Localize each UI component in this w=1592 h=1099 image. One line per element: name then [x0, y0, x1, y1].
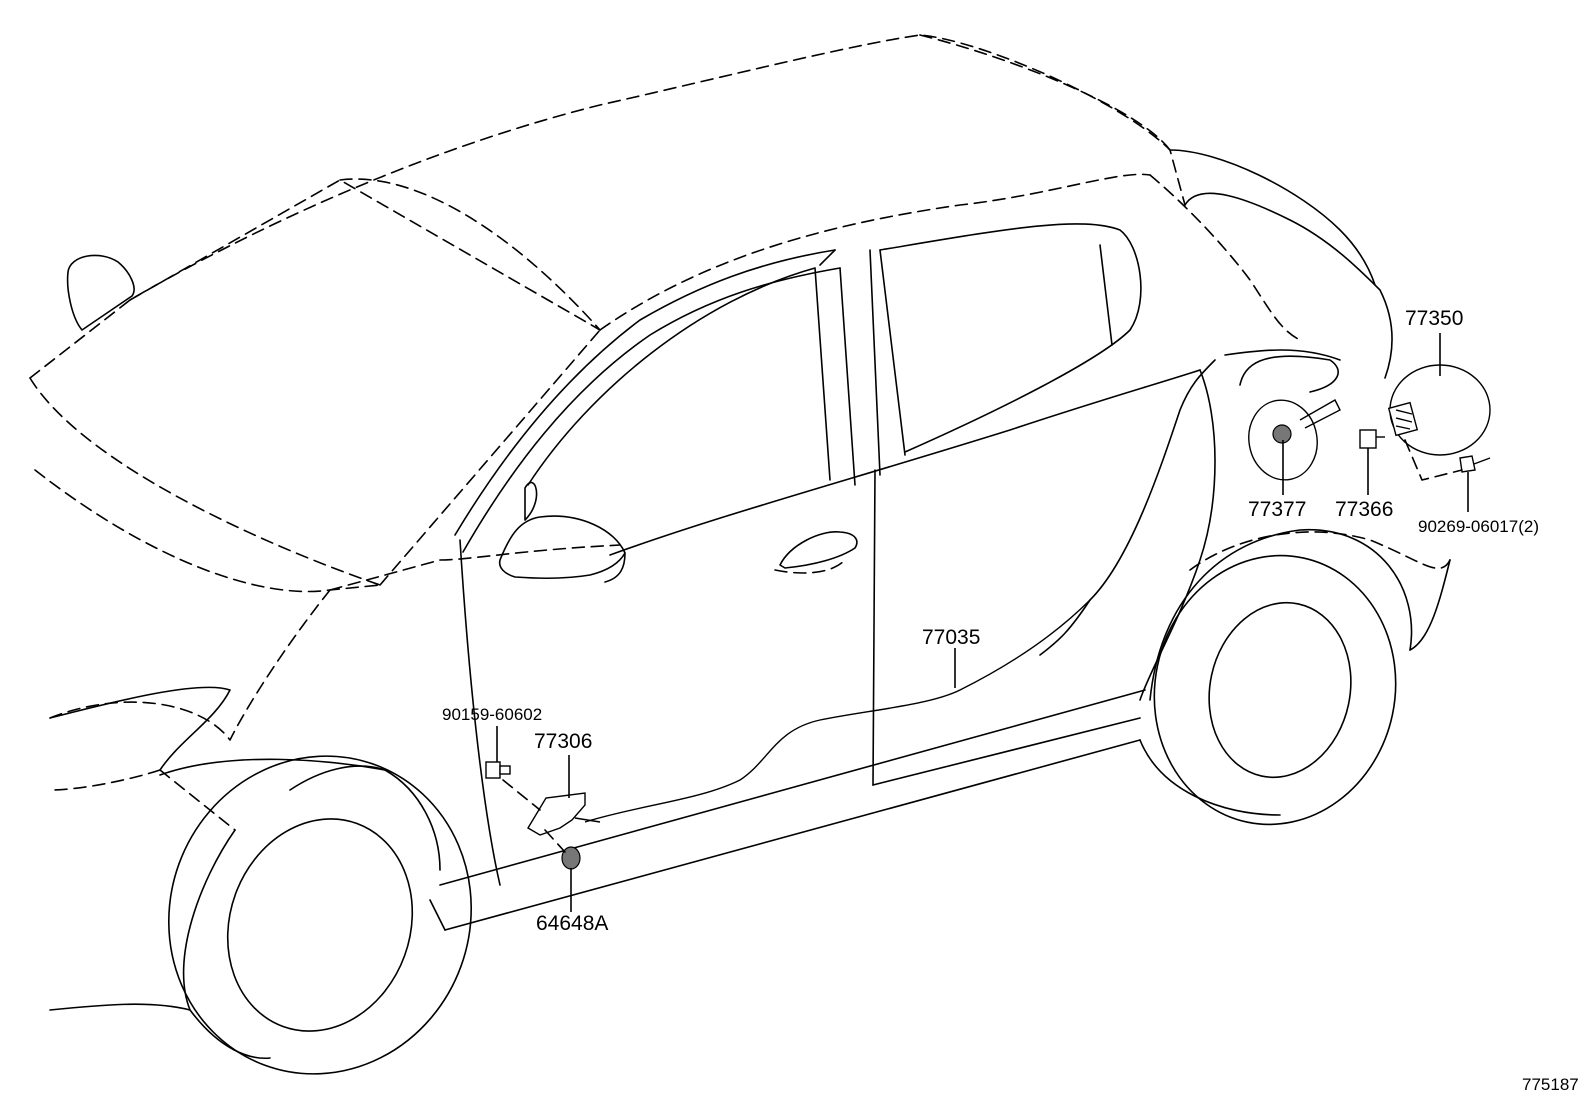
- part-control-cable: [584, 599, 1091, 823]
- vehicle-body: [29, 34, 1451, 1075]
- part-lock-assembly: [527, 792, 601, 836]
- part-fuel-filler-opening: [1248, 399, 1341, 481]
- part-label-77306: 77306: [534, 730, 592, 753]
- part-label-77350: 77350: [1405, 307, 1463, 330]
- part-bumper-stopper: [1359, 429, 1385, 449]
- part-label-77366: 77366: [1335, 498, 1393, 521]
- leader-dashed-lock: [502, 779, 566, 853]
- leader-lines: [496, 333, 1469, 912]
- part-bolt-90159: [485, 761, 511, 779]
- part-label-64648a: 64648A: [536, 912, 608, 935]
- part-label-90269-06017: 90269-06017(2): [1418, 517, 1539, 536]
- leader-dashed-screw: [1404, 439, 1463, 481]
- part-grommet-64648: [561, 846, 581, 870]
- part-screw-90269: [1459, 455, 1491, 473]
- part-label-77377: 77377: [1248, 498, 1306, 521]
- figure-number: 775187: [1522, 1075, 1579, 1094]
- part-label-90159-60602: 90159-60602: [442, 705, 542, 724]
- part-label-77035: 77035: [922, 626, 980, 649]
- part-fuel-filler-door: [1387, 364, 1491, 456]
